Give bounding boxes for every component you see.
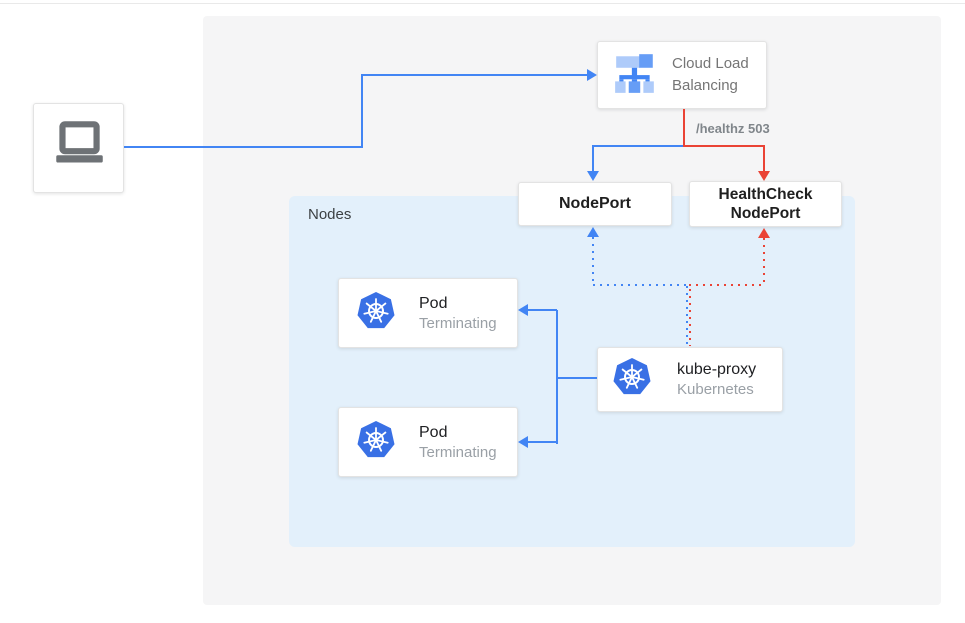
laptop-icon xyxy=(48,115,110,182)
pod-title: Pod xyxy=(419,423,448,441)
edge-kubeproxy-dotted-v-red xyxy=(689,289,691,346)
edge-dotted-up-blue xyxy=(592,237,594,285)
healthcheck-nodeport-label-line2: NodePort xyxy=(730,205,801,222)
kubernetes-icon xyxy=(356,291,396,336)
nodes-group-label: Nodes xyxy=(308,206,352,223)
edge-client-lb-h1 xyxy=(124,146,362,148)
arrowhead-into-pod1 xyxy=(518,304,528,316)
healthz-status-label: /healthz 503 xyxy=(696,121,770,136)
edge-branch-red-h xyxy=(683,145,765,147)
edge-kubeproxy-dotted-v-blue xyxy=(686,286,688,346)
arrowhead-into-pod2 xyxy=(518,436,528,448)
edge-dotted-up-red xyxy=(763,238,765,284)
pod-title: Pod xyxy=(419,294,448,312)
edge-lb-down-red xyxy=(683,109,685,147)
edge-branch-red-v xyxy=(763,145,765,171)
arrowhead-into-nodeport xyxy=(587,171,599,181)
cloud-lb-label-line2: Balancing xyxy=(672,77,738,94)
edge-branch-blue-h xyxy=(593,145,683,147)
edge-to-pod1-h xyxy=(528,309,557,311)
edge-client-lb-v xyxy=(361,74,363,148)
kubernetes-icon xyxy=(356,420,396,465)
healthcheck-nodeport-label-line1: HealthCheck xyxy=(718,185,813,203)
page-top-divider xyxy=(0,3,965,4)
client-node xyxy=(33,103,124,193)
edge-to-pod2-h xyxy=(528,441,557,443)
edge-dotted-h-blue xyxy=(593,284,686,286)
arrowhead-into-healthcheck-nodeport xyxy=(758,171,770,181)
pod-node-1: Pod Terminating xyxy=(338,278,518,348)
pod-status: Terminating xyxy=(419,314,497,332)
arrowhead-dotted-into-healthcheck xyxy=(758,228,770,238)
arrowhead-dotted-into-nodeport xyxy=(587,227,599,237)
cloud-load-balancing-node: Cloud Load Balancing xyxy=(597,41,767,109)
edge-dotted-h-red xyxy=(689,284,764,286)
cloud-load-balancing-icon xyxy=(612,52,658,99)
nodeport-label: NodePort xyxy=(559,195,631,212)
kubernetes-icon xyxy=(612,357,652,402)
nodeport-node: NodePort xyxy=(518,182,672,226)
edge-branch-blue-v xyxy=(592,145,594,171)
kube-proxy-title: kube-proxy xyxy=(677,361,757,378)
arrowhead-into-cloud-lb xyxy=(587,69,597,81)
pod-status: Terminating xyxy=(419,443,497,461)
edge-client-lb-h2 xyxy=(361,74,588,76)
kube-proxy-node: kube-proxy Kubernetes xyxy=(597,347,783,412)
edge-kubeproxy-pods-v xyxy=(556,310,558,444)
healthcheck-nodeport-node: HealthCheck NodePort xyxy=(689,181,842,227)
kube-proxy-subtitle: Kubernetes xyxy=(677,381,754,398)
edge-kubeproxy-pods-h xyxy=(557,377,597,379)
pod-node-2: Pod Terminating xyxy=(338,407,518,477)
cloud-lb-label-line1: Cloud Load xyxy=(672,54,749,72)
